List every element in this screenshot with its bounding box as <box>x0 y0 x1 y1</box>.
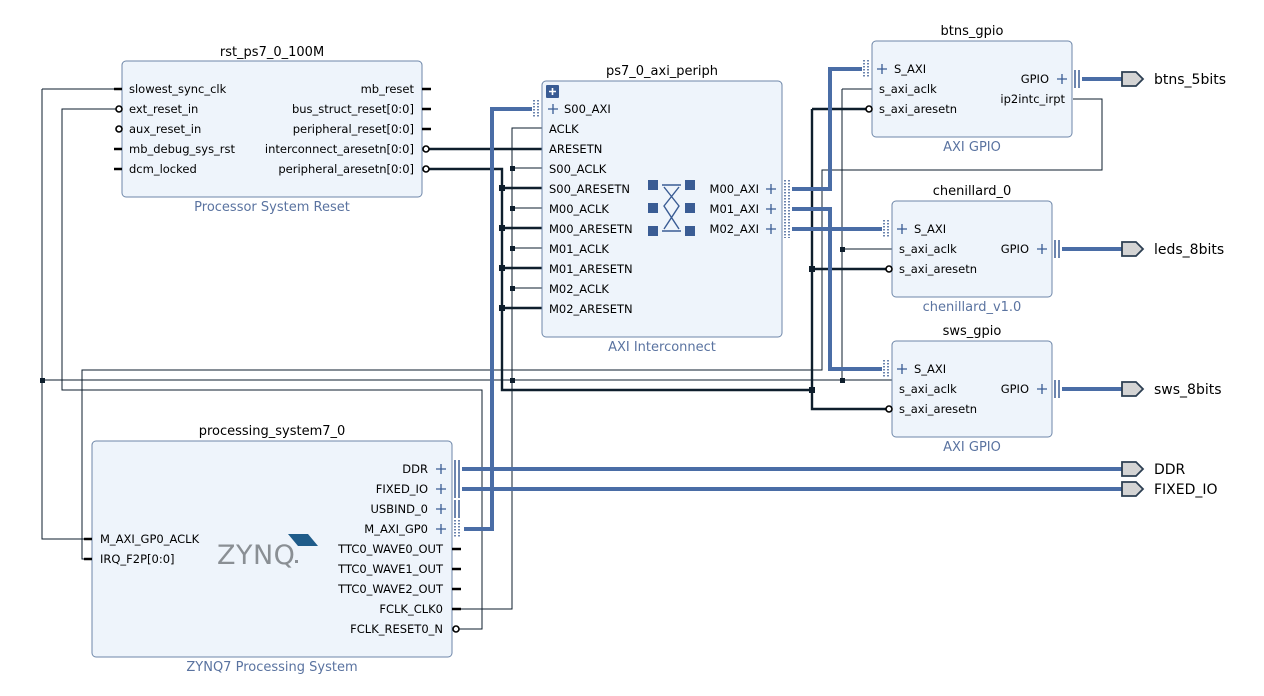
plus-icon <box>436 464 446 534</box>
block-axi-interconnect[interactable]: ps7_0_axi_periph AXI Interconnect S00_AX… <box>533 64 790 355</box>
wires <box>41 88 1103 630</box>
block-processing-system[interactable]: processing_system7_0 ZYNQ7 Processing Sy… <box>84 424 461 675</box>
pin-fclk-clk0[interactable]: FCLK_CLK0 <box>379 602 443 616</box>
block-title: ps7_0_axi_periph <box>606 64 718 79</box>
block-type: AXI GPIO <box>943 440 1001 455</box>
svg-text:FIXED_IO: FIXED_IO <box>1154 482 1218 498</box>
junctions <box>40 166 845 393</box>
pin-s-axi-aclk[interactable]: s_axi_aclk <box>899 382 957 396</box>
pin-m01-aclk[interactable]: M01_ACLK <box>549 242 609 256</box>
pin-m00-aresetn[interactable]: M00_ARESETN <box>549 222 633 236</box>
pin-aclk[interactable]: ACLK <box>549 122 579 136</box>
pin-ttc0-wave1-out[interactable]: TTC0_WAVE1_OUT <box>337 562 444 576</box>
pin-peripheral-aresetn[interactable]: peripheral_aresetn[0:0] <box>278 162 414 176</box>
pin-s-axi-aresetn[interactable]: s_axi_aresetn <box>899 402 977 416</box>
plus-icon <box>877 64 887 74</box>
block-btns-gpio[interactable]: btns_gpio AXI GPIO S_AXI s_axi_aclk s_ax… <box>863 24 1080 155</box>
plus-icon <box>1057 74 1067 84</box>
pin-s-axi[interactable]: S_AXI <box>914 362 946 376</box>
pin-slowest-sync-clk[interactable]: slowest_sync_clk <box>129 82 227 96</box>
pin-ttc0-wave2-out[interactable]: TTC0_WAVE2_OUT <box>337 582 444 596</box>
pin-ip2intc-irpt[interactable]: ip2intc_irpt <box>1000 92 1065 106</box>
pin-s-axi-aresetn[interactable]: s_axi_aresetn <box>879 102 957 116</box>
pin-m-axi-gp0[interactable]: M_AXI_GP0 <box>364 522 428 536</box>
pin-gpio[interactable]: GPIO <box>1001 382 1029 396</box>
svg-text:sws_8bits: sws_8bits <box>1154 382 1222 398</box>
pin-m-axi-gp0-aclk[interactable]: M_AXI_GP0_ACLK <box>100 532 200 546</box>
plus-icon <box>1037 384 1047 394</box>
port-ddr[interactable]: DDR <box>1121 461 1186 478</box>
svg-text:leds_8bits: leds_8bits <box>1154 242 1224 258</box>
svg-text:ZYNQ: ZYNQ <box>217 540 295 571</box>
pin-mb-reset[interactable]: mb_reset <box>361 82 415 96</box>
pin-s-axi[interactable]: S_AXI <box>914 222 946 236</box>
pin-gpio[interactable]: GPIO <box>1001 242 1029 256</box>
pin-m02-aresetn[interactable]: M02_ARESETN <box>549 302 633 316</box>
pin-ttc0-wave0-out[interactable]: TTC0_WAVE0_OUT <box>337 542 444 556</box>
pin-ddr[interactable]: DDR <box>402 462 428 476</box>
block-chenillard[interactable]: chenillard_0 chenillard_v1.0 S_AXI s_axi… <box>883 184 1060 315</box>
pin-ext-reset-in[interactable]: ext_reset_in <box>129 102 198 116</box>
plus-icon <box>897 224 907 234</box>
plus-icon <box>548 104 558 114</box>
plus-icon <box>1037 244 1047 254</box>
block-type: chenillard_v1.0 <box>923 300 1022 315</box>
pin-dcm-locked[interactable]: dcm_locked <box>129 162 197 176</box>
pin-bus-struct-reset[interactable]: bus_struct_reset[0:0] <box>292 102 414 116</box>
block-type: ZYNQ7 Processing System <box>186 660 357 675</box>
block-type: Processor System Reset <box>194 200 350 215</box>
pin-s00-aresetn[interactable]: S00_ARESETN <box>549 182 630 196</box>
block-title: rst_ps7_0_100M <box>220 45 324 60</box>
port-leds-8bits[interactable]: leds_8bits <box>1121 241 1224 258</box>
block-title: sws_gpio <box>943 324 1002 339</box>
svg-text:DDR: DDR <box>1154 462 1186 478</box>
pin-m02-aclk[interactable]: M02_ACLK <box>549 282 609 296</box>
block-title: processing_system7_0 <box>199 424 346 439</box>
block-sws-gpio[interactable]: sws_gpio AXI GPIO S_AXI s_axi_aclk s_axi… <box>883 324 1060 455</box>
block-title: chenillard_0 <box>933 184 1012 199</box>
pin-m01-aresetn[interactable]: M01_ARESETN <box>549 262 633 276</box>
block-rst-ps7[interactable]: rst_ps7_0_100M Processor System Reset sl… <box>114 45 431 215</box>
pin-s-axi-aresetn[interactable]: s_axi_aresetn <box>899 262 977 276</box>
pin-s-axi[interactable]: S_AXI <box>894 62 926 76</box>
pin-fclk-reset0-n[interactable]: FCLK_RESET0_N <box>350 622 443 636</box>
pin-m02-axi[interactable]: M02_AXI <box>710 222 759 236</box>
pin-s-axi-aclk[interactable]: s_axi_aclk <box>899 242 957 256</box>
crossbar-icon <box>648 180 695 236</box>
block-type: AXI GPIO <box>943 140 1001 155</box>
port-fixed-io[interactable]: FIXED_IO <box>1121 481 1218 498</box>
pin-irq-f2p[interactable]: IRQ_F2P[0:0] <box>100 552 175 566</box>
svg-text:btns_5bits: btns_5bits <box>1154 72 1226 88</box>
pin-m00-aclk[interactable]: M00_ACLK <box>549 202 609 216</box>
port-sws-8bits[interactable]: sws_8bits <box>1121 381 1222 398</box>
pin-gpio[interactable]: GPIO <box>1021 72 1049 86</box>
buses <box>462 67 1122 531</box>
pin-aresetn[interactable]: ARESETN <box>549 142 602 156</box>
plus-icon <box>897 364 907 374</box>
block-type: AXI Interconnect <box>608 340 716 355</box>
pin-s00-aclk[interactable]: S00_ACLK <box>549 162 607 176</box>
port-btns-5bits[interactable]: btns_5bits <box>1121 71 1226 88</box>
pin-usbind-0[interactable]: USBIND_0 <box>370 502 428 516</box>
external-ports: btns_5bits leds_8bits sws_8bits DDR FIXE… <box>1121 71 1226 498</box>
zynq-logo: ZYNQ <box>217 534 318 571</box>
pin-m01-axi[interactable]: M01_AXI <box>710 202 759 216</box>
pin-mb-debug-sys-rst[interactable]: mb_debug_sys_rst <box>129 142 236 156</box>
pin-peripheral-reset[interactable]: peripheral_reset[0:0] <box>293 122 414 136</box>
pin-fixed-io[interactable]: FIXED_IO <box>376 482 428 496</box>
expand-icon[interactable] <box>546 85 559 98</box>
pin-s00-axi[interactable]: S00_AXI <box>564 102 611 116</box>
pin-interconnect-aresetn[interactable]: interconnect_aresetn[0:0] <box>265 142 414 156</box>
pin-m00-axi[interactable]: M00_AXI <box>710 182 759 196</box>
block-title: btns_gpio <box>941 24 1004 39</box>
pin-aux-reset-in[interactable]: aux_reset_in <box>129 122 201 136</box>
pin-s-axi-aclk[interactable]: s_axi_aclk <box>879 82 937 96</box>
plus-icon <box>766 184 776 234</box>
